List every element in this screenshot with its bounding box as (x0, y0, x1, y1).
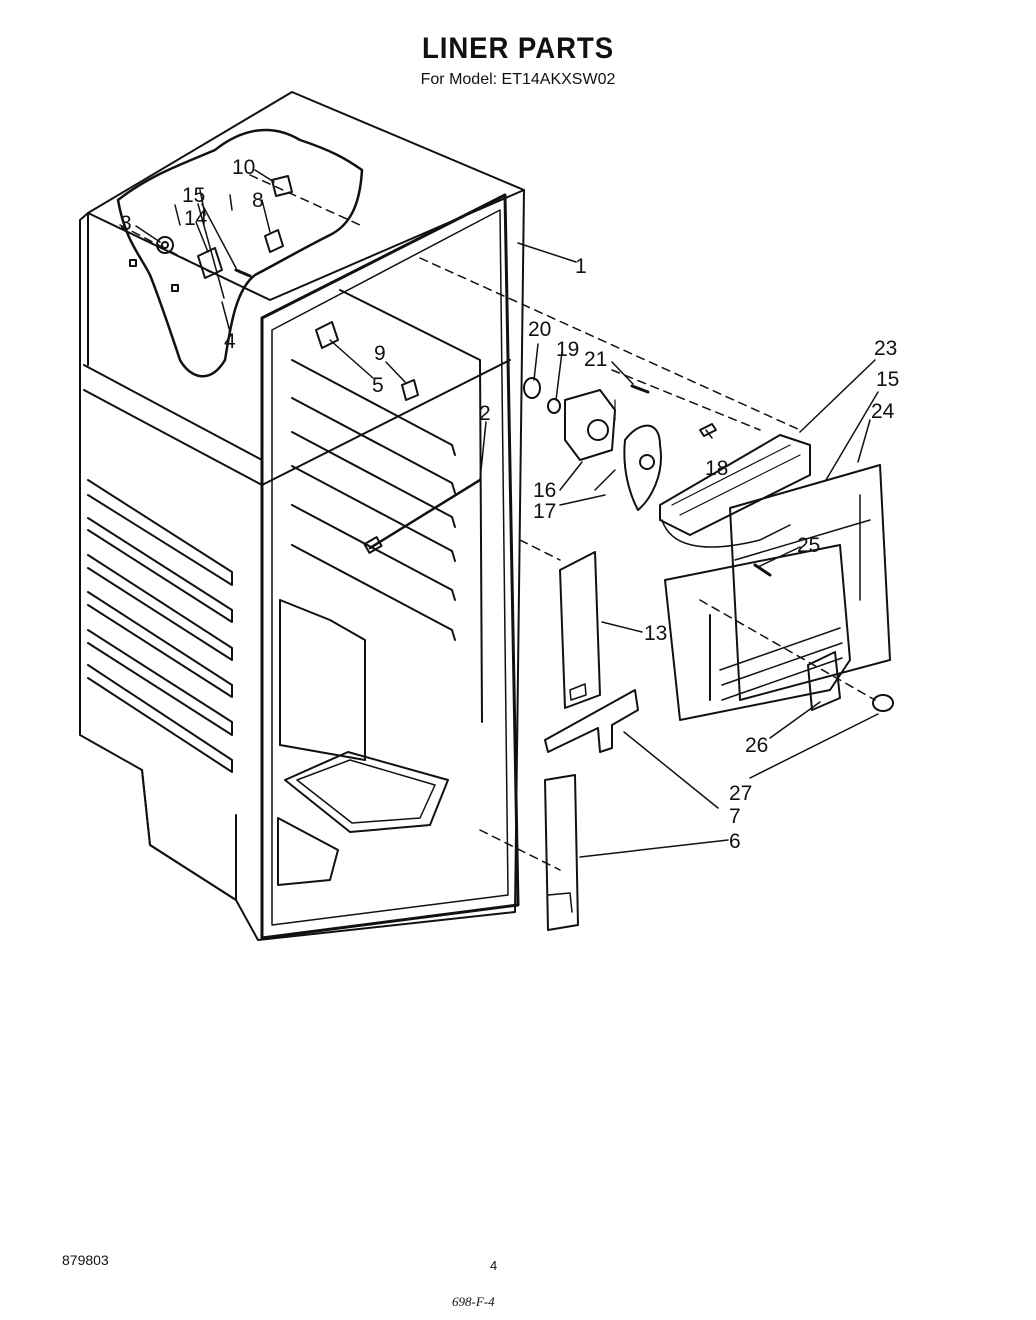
liner-cabinet (79, 91, 525, 941)
callout-3: 3 (120, 212, 132, 235)
leader-lines (135, 169, 879, 858)
callout-23: 23 (874, 337, 897, 360)
callout-20: 20 (528, 318, 551, 341)
evaporator-cover-panel (664, 464, 894, 721)
callout-15-right: 15 (876, 368, 899, 391)
callout-13: 13 (644, 622, 667, 645)
callout-27: 27 (729, 782, 752, 805)
callout-2: 2 (479, 402, 491, 425)
callout-24: 24 (871, 400, 895, 423)
page-title: LINER PARTS (421, 32, 615, 65)
callout-21: 21 (584, 348, 607, 371)
callout-labels: 1 2 3 4 5 6 7 8 9 10 13 14 15 15 16 17 1… (120, 156, 899, 853)
duct-covers (479, 539, 639, 931)
callout-1: 1 (575, 255, 587, 278)
callout-8: 8 (252, 189, 264, 212)
callout-17: 17 (533, 500, 556, 523)
handwritten-note: 698-F-4 (452, 1294, 495, 1309)
callout-19: 19 (556, 338, 579, 361)
callout-4: 4 (224, 330, 236, 353)
callout-15: 15 (182, 184, 205, 207)
document-number: 879803 (62, 1252, 109, 1268)
evaporator-fan-assembly (419, 257, 811, 548)
callout-9: 9 (374, 342, 386, 365)
callout-10: 10 (232, 156, 255, 179)
callout-25: 25 (797, 534, 820, 557)
callout-26: 26 (745, 734, 768, 757)
callout-7: 7 (729, 805, 741, 828)
callout-16: 16 (533, 479, 556, 502)
callout-18: 18 (705, 457, 728, 480)
hardware-parts (129, 175, 419, 401)
top-rear-cutout (116, 128, 364, 378)
callout-14: 14 (184, 207, 208, 230)
callout-5: 5 (372, 374, 384, 397)
callout-6: 6 (729, 830, 741, 853)
page-number: 4 (490, 1258, 498, 1273)
model-subtitle: For Model: ET14AKXSW02 (420, 71, 616, 88)
